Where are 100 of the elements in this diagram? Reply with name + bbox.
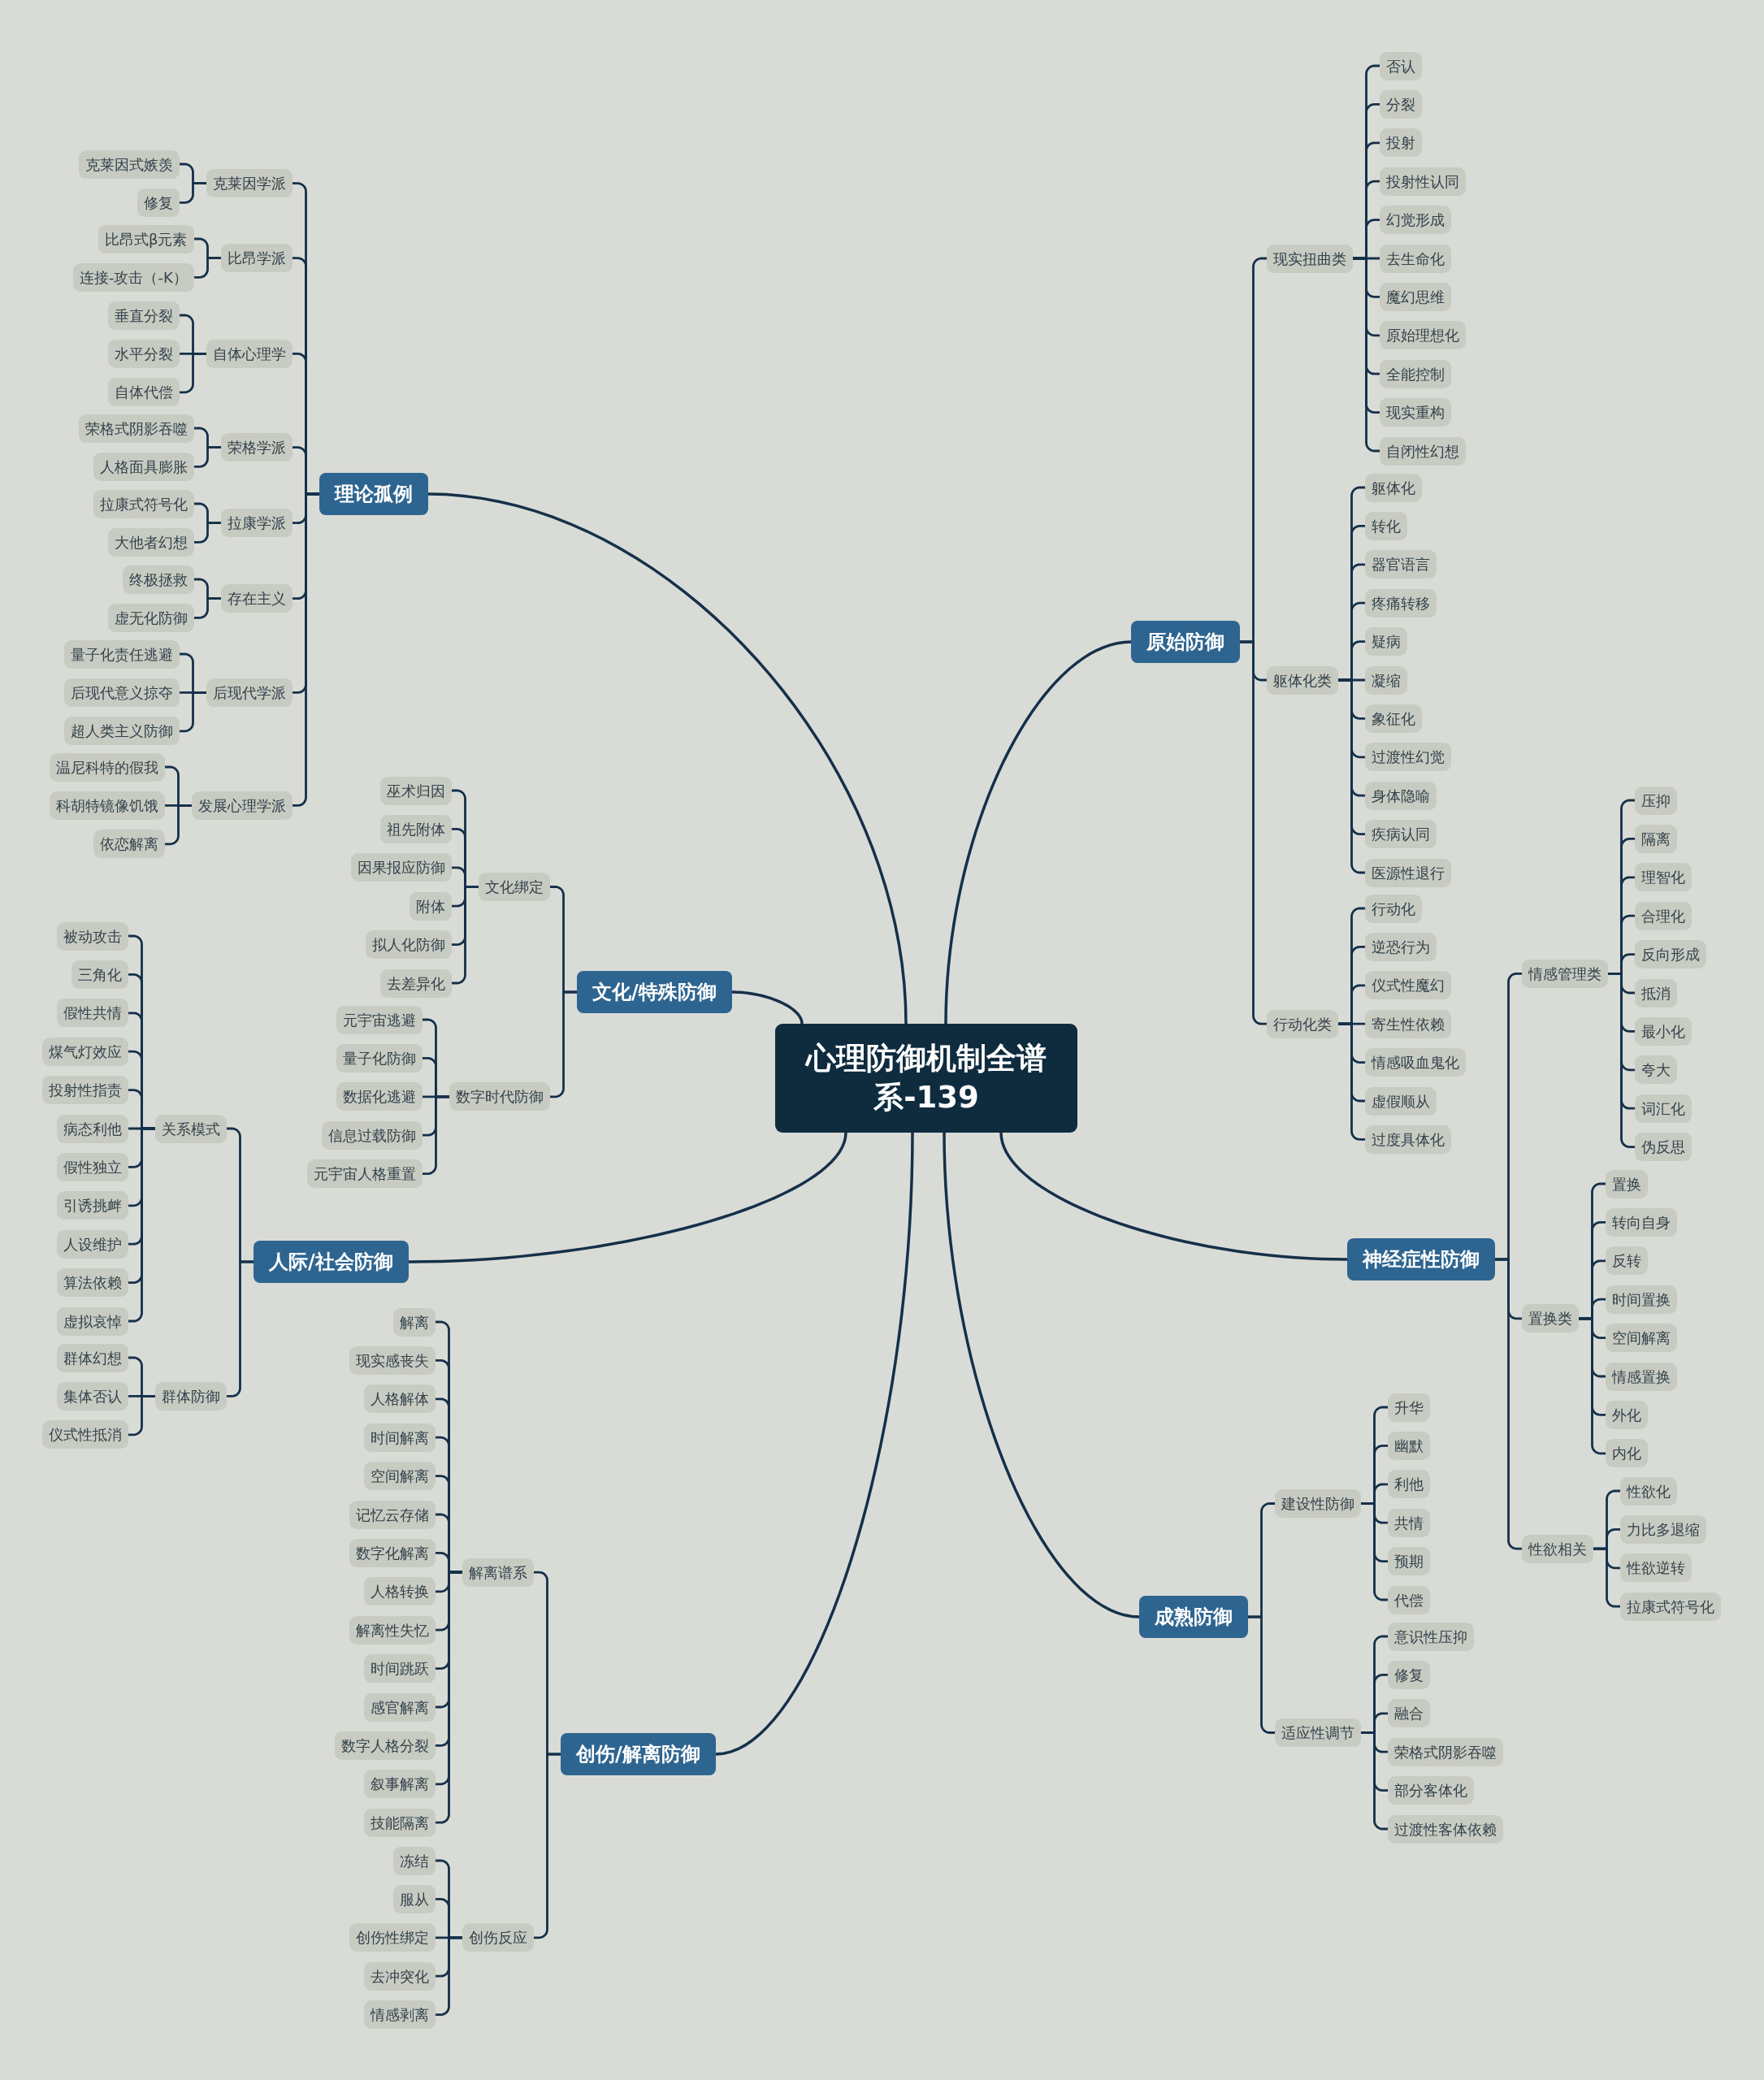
leaf-topic: 叙事解离: [364, 1770, 436, 1799]
branch-line: [999, 1131, 1349, 1261]
leaf-topic: 代偿: [1388, 1585, 1430, 1614]
branch-line: [1493, 1258, 1523, 1550]
leaf-topic: 理智化: [1635, 863, 1692, 892]
leaf-topic: 时间解离: [364, 1423, 436, 1452]
leaf-topic: 依恋解离: [93, 830, 165, 859]
subtopic: 性欲相关: [1522, 1534, 1593, 1563]
leaf-topic: 最小化: [1635, 1016, 1692, 1046]
leaf-topic: 现实感丧失: [349, 1346, 436, 1375]
leaf-topic: 自闭性幻想: [1380, 436, 1466, 466]
leaf-topic: 仪式性魔幻: [1365, 971, 1451, 1000]
leaf-topic: 解离性失忆: [349, 1615, 436, 1644]
leaf-topic: 克莱因式嫉羡: [79, 150, 180, 179]
leaf-topic: 隔离: [1635, 824, 1677, 853]
subtopic: 拉康学派: [221, 509, 293, 538]
subtopic: 现实扭曲类: [1267, 244, 1353, 273]
subtopic: 情感管理类: [1522, 959, 1608, 988]
branch-line: [178, 353, 208, 394]
leaf-topic: 词汇化: [1635, 1094, 1692, 1123]
leaf-topic: 置换: [1606, 1169, 1648, 1198]
subtopic: 建设性防御: [1275, 1489, 1361, 1518]
branch-line: [1592, 1547, 1622, 1608]
leaf-topic: 煤气灯效应: [42, 1037, 128, 1066]
branch-line: [193, 597, 223, 619]
leaf-topic: 全能控制: [1380, 359, 1451, 388]
branch-line: [421, 1095, 451, 1175]
leaf-topic: 寄生性依赖: [1365, 1009, 1451, 1038]
leaf-topic: 拟人化防御: [366, 930, 452, 960]
subtopic: 发展心理学派: [192, 791, 293, 820]
main-topic: 成熟防御: [1139, 1596, 1248, 1638]
leaf-topic: 自体代偿: [108, 378, 180, 407]
branch-line: [127, 1395, 157, 1436]
subtopic: 数字时代防御: [449, 1082, 550, 1112]
leaf-topic: 转向自身: [1606, 1207, 1677, 1237]
leaf-topic: 服从: [393, 1884, 436, 1913]
main-topic: 创伤/解离防御: [561, 1733, 716, 1775]
leaf-topic: 升华: [1388, 1393, 1430, 1422]
branch-line: [944, 640, 1133, 1025]
branch-line: [193, 257, 223, 279]
leaf-topic: 内化: [1606, 1439, 1648, 1468]
leaf-topic: 人格转换: [364, 1577, 436, 1606]
leaf-topic: 时间置换: [1606, 1285, 1677, 1314]
leaf-topic: 超人类主义防御: [64, 717, 180, 746]
main-topic: 原始防御: [1131, 621, 1240, 663]
leaf-topic: 疾病认同: [1365, 820, 1437, 849]
branch-line: [1351, 257, 1381, 453]
leaf-topic: 器官语言: [1365, 550, 1437, 579]
leaf-topic: 力比多退缩: [1620, 1514, 1706, 1544]
leaf-topic: 被动攻击: [57, 921, 128, 951]
main-topic: 文化/特殊防御: [577, 971, 732, 1013]
leaf-topic: 垂直分裂: [108, 301, 180, 330]
branch-line: [1246, 1615, 1276, 1734]
leaf-topic: 技能隔离: [364, 1808, 436, 1837]
leaf-topic: 虚无化防御: [108, 603, 194, 632]
leaf-topic: 融合: [1388, 1699, 1430, 1728]
leaf-topic: 引诱挑衅: [57, 1191, 128, 1220]
branch-line: [193, 522, 223, 544]
leaf-topic: 解离: [393, 1307, 436, 1337]
central-topic: 心理防御机制全谱系-139: [775, 1024, 1077, 1133]
leaf-topic: 去冲突化: [364, 1961, 436, 1991]
leaf-topic: 病态利他: [57, 1114, 128, 1143]
leaf-topic: 祖先附体: [380, 814, 452, 843]
leaf-topic: 数字人格分裂: [335, 1731, 436, 1760]
leaf-topic: 情感剥离: [364, 2000, 436, 2030]
leaf-topic: 预期: [1388, 1547, 1430, 1576]
leaf-topic: 群体幻想: [57, 1343, 128, 1372]
leaf-topic: 魔幻思维: [1380, 282, 1451, 311]
leaf-topic: 性欲逆转: [1620, 1554, 1692, 1583]
leaf-topic: 现实重构: [1380, 398, 1451, 427]
leaf-topic: 行动化: [1365, 894, 1422, 923]
leaf-topic: 情感置换: [1606, 1362, 1677, 1391]
branch-line: [730, 990, 804, 1025]
subtopic: 存在主义: [221, 584, 293, 613]
leaf-topic: 过渡性幻觉: [1365, 743, 1451, 772]
leaf-topic: 连接-攻击（-K）: [73, 262, 194, 292]
branch-line: [434, 1936, 464, 2016]
leaf-topic: 去生命化: [1380, 244, 1451, 273]
branch-line: [178, 691, 208, 733]
main-topic: 理论孤例: [319, 473, 428, 515]
leaf-topic: 转化: [1365, 511, 1407, 540]
leaf-topic: 共情: [1388, 1508, 1430, 1537]
leaf-topic: 大他者幻想: [108, 527, 194, 557]
leaf-topic: 情感吸血鬼化: [1365, 1048, 1466, 1077]
leaf-topic: 外化: [1606, 1400, 1648, 1429]
leaf-topic: 反转: [1606, 1246, 1648, 1276]
leaf-topic: 空间解离: [1606, 1324, 1677, 1353]
branch-line: [548, 990, 579, 1098]
leaf-topic: 量子化责任逃避: [64, 639, 180, 669]
leaf-topic: 人格解体: [364, 1384, 436, 1414]
branch-line: [943, 1131, 1141, 1618]
leaf-topic: 感官解离: [364, 1692, 436, 1722]
leaf-topic: 合理化: [1635, 901, 1692, 930]
branch-line: [714, 1131, 914, 1756]
subtopic: 解离谱系: [462, 1558, 534, 1587]
leaf-topic: 创伤性绑定: [349, 1923, 436, 1952]
leaf-topic: 温尼科特的假我: [50, 752, 165, 782]
subtopic: 后现代学派: [206, 678, 293, 707]
leaf-topic: 躯体化: [1365, 473, 1422, 502]
leaf-topic: 修复: [137, 188, 180, 217]
